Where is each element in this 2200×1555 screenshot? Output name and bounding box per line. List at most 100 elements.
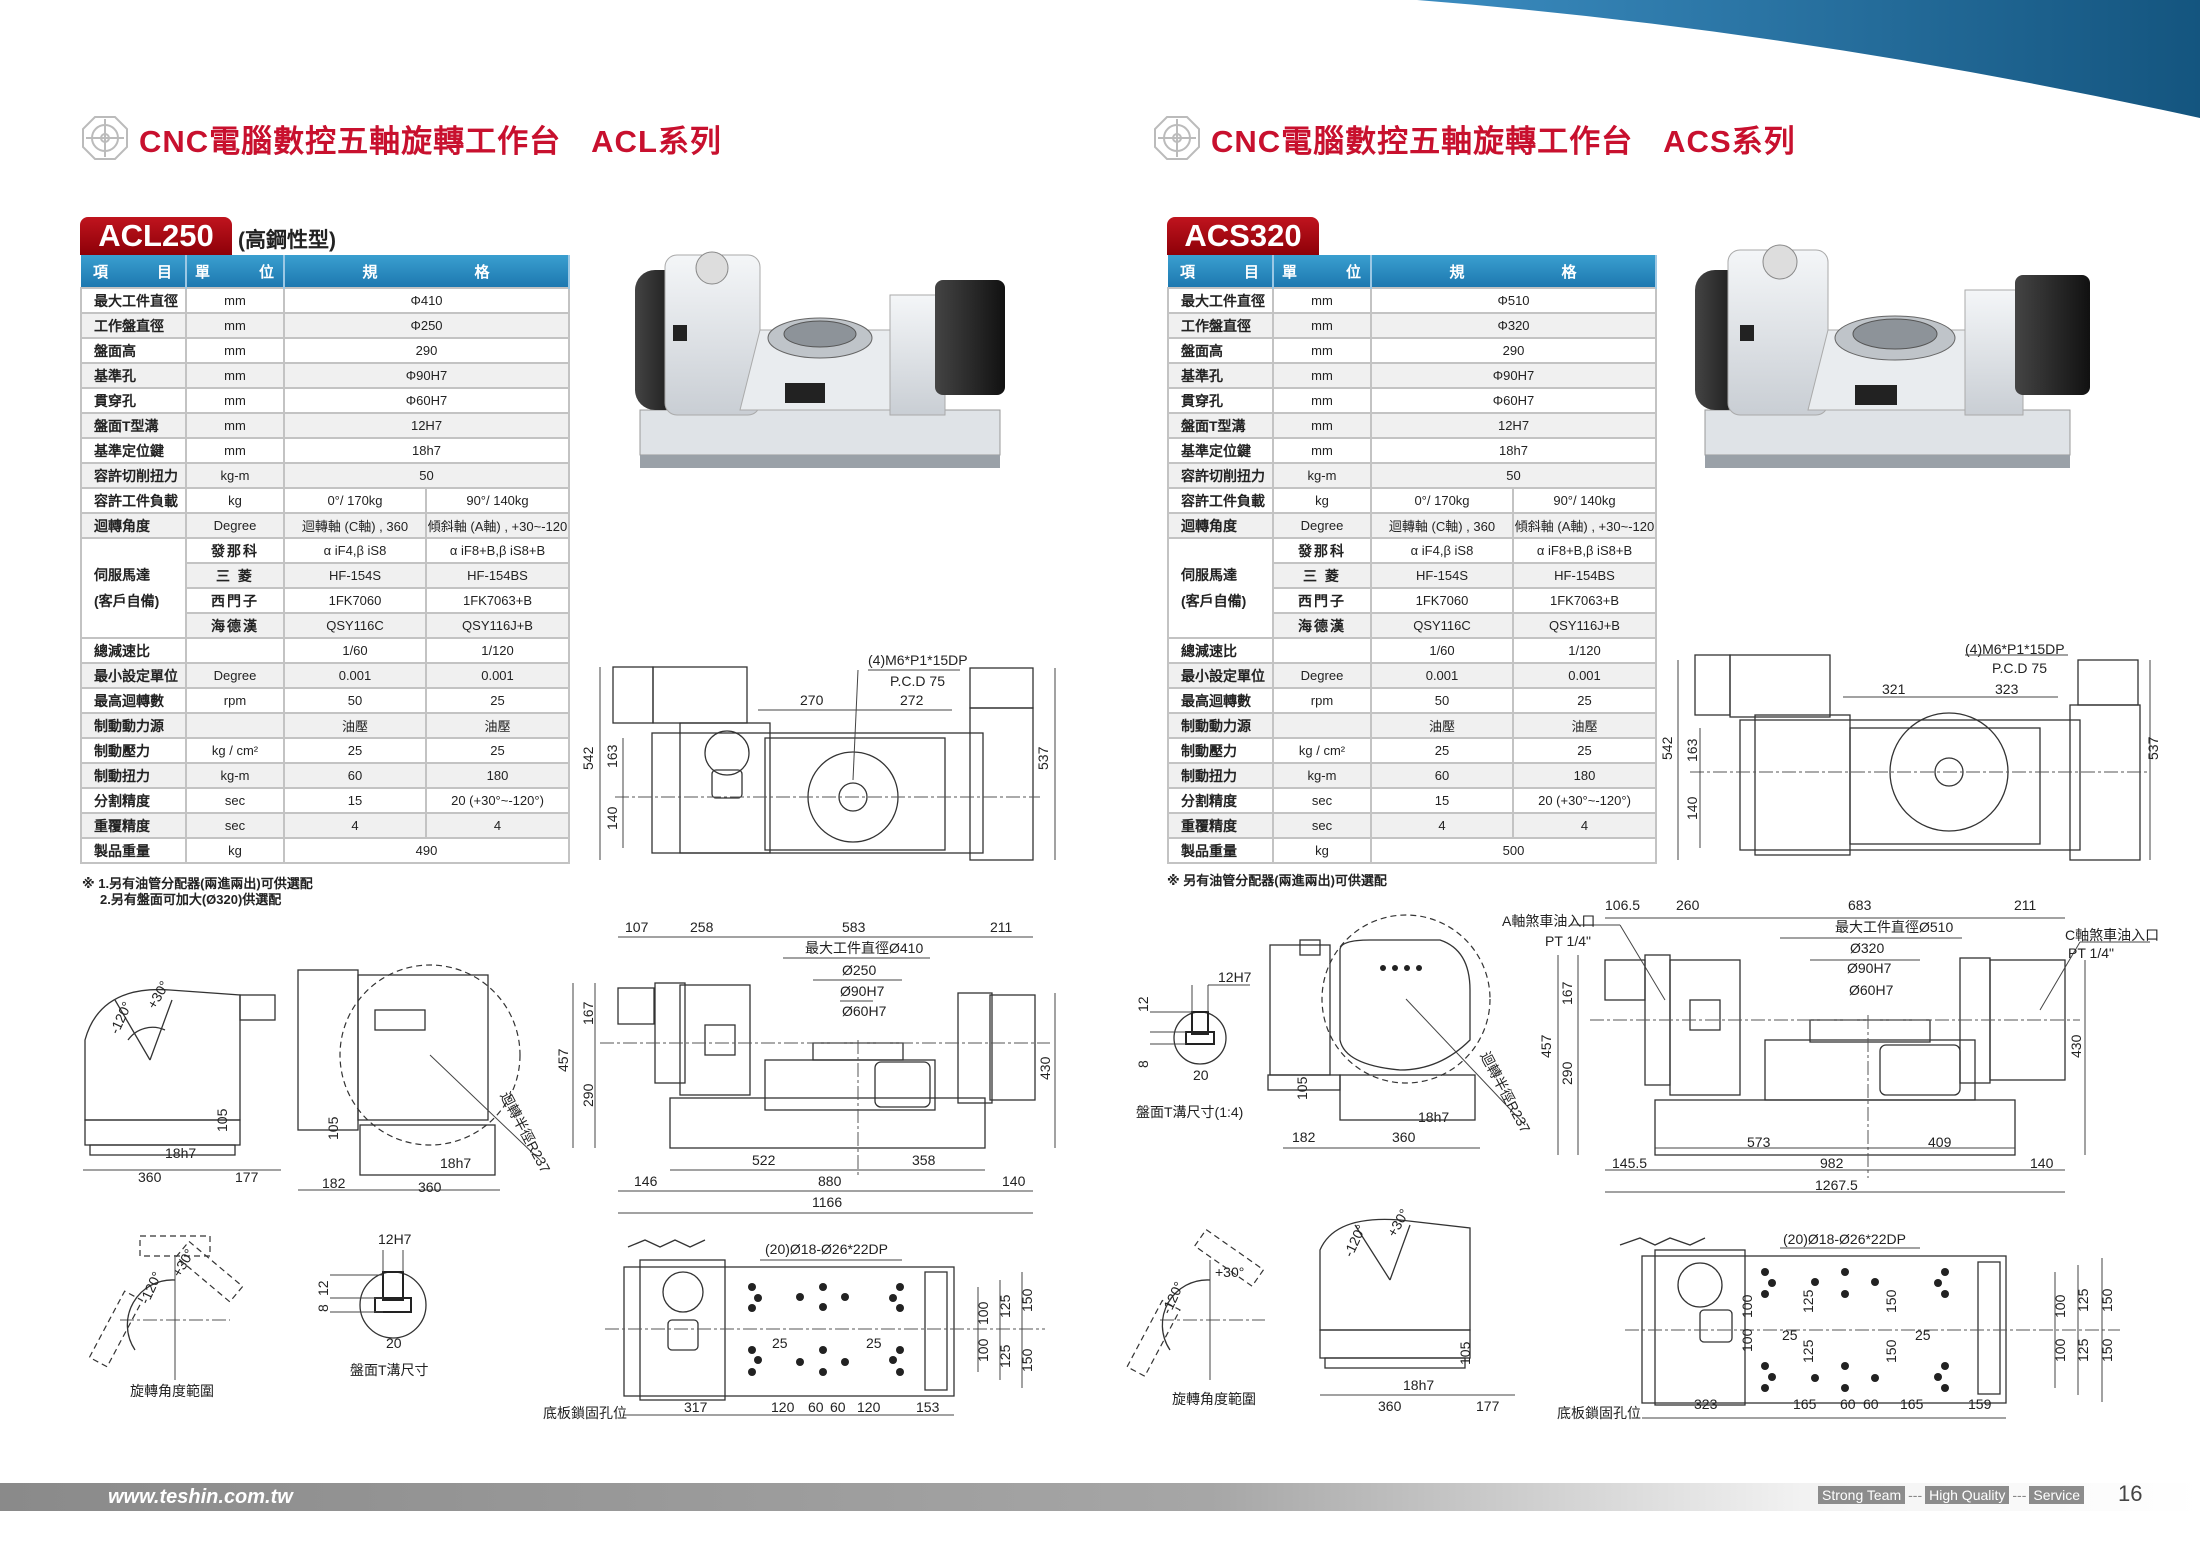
motor-group-sublabel: (客戶自備) [94, 593, 160, 609]
table-header-row: 項 目單 位規 格 [81, 255, 571, 288]
acs-series-title: CNC電腦數控五軸旋轉工作台 ACS系列 [1153, 116, 1796, 160]
svg-text:18h7: 18h7 [165, 1145, 196, 1161]
acs-note-1: ※ 另有油管分配器(兩進兩出)可供選配 [1167, 873, 1387, 888]
row-item: 迴轉角度 [1167, 512, 1274, 539]
svg-text:60: 60 [830, 1399, 846, 1415]
row-value: 1FK7060 [1370, 587, 1514, 614]
row-value: 25 [283, 737, 427, 764]
header-swoosh [1417, 0, 2200, 118]
row-item: 重覆精度 [80, 812, 187, 839]
row-value: 1/120 [1511, 637, 1658, 664]
svg-text:盤面T溝尺寸: 盤面T溝尺寸 [350, 1362, 429, 1378]
svg-text:542: 542 [1659, 736, 1675, 760]
row-item: 基準孔 [1167, 362, 1274, 389]
svg-text:-120°: -120° [1158, 1279, 1187, 1316]
row-item: 制動壓力 [80, 737, 187, 764]
row-unit: mm [1272, 312, 1372, 339]
svg-text:120: 120 [857, 1399, 881, 1415]
svg-text:8: 8 [315, 1304, 331, 1312]
svg-text:145.5: 145.5 [1612, 1155, 1647, 1171]
acl-top-view-drawing: 542 163 140 537 270 272 (4)M6*P1*15DP P.… [580, 652, 1056, 861]
row-item: 基準定位鍵 [1167, 437, 1274, 464]
svg-text:+30°: +30° [169, 1246, 198, 1279]
row-unit: kg / cm² [1272, 737, 1372, 764]
row-value: Φ320 [1369, 312, 1658, 339]
svg-text:PT 1/4": PT 1/4" [2068, 945, 2114, 961]
row-unit: mm [1272, 337, 1372, 364]
svg-text:Ø90H7: Ø90H7 [840, 983, 885, 999]
svg-text:105: 105 [1294, 1076, 1310, 1100]
svg-text:150: 150 [1019, 1288, 1035, 1312]
svg-text:18h7: 18h7 [1418, 1109, 1449, 1125]
row-value: 25 [1370, 737, 1514, 764]
svg-text:317: 317 [684, 1399, 708, 1415]
row-value: HF-154S [283, 562, 427, 589]
tag-high-quality: High Quality [1925, 1486, 2010, 1504]
row-item: 製品重量 [80, 837, 187, 864]
row-item: 盤面T型溝 [80, 412, 187, 439]
row-unit: kg-m [185, 462, 285, 489]
row-unit: kg-m [1272, 762, 1372, 789]
svg-text:360: 360 [1378, 1398, 1402, 1414]
row-value: 0.001 [424, 662, 571, 689]
row-value: α iF8+B,β iS8+B [1511, 537, 1658, 564]
svg-text:457: 457 [1538, 1034, 1554, 1058]
svg-text:177: 177 [235, 1169, 259, 1185]
row-unit [185, 637, 285, 664]
row-unit: kg [185, 837, 285, 864]
row-brand: 西門子 [1272, 587, 1372, 614]
row-item: 盤面T型溝 [1167, 412, 1274, 439]
row-unit: kg [1272, 487, 1372, 514]
svg-text:-120°: -120° [106, 999, 135, 1036]
row-value: 90°/ 140kg [424, 487, 571, 514]
svg-text:旋轉角度範圍: 旋轉角度範圍 [1172, 1391, 1256, 1407]
row-item: 最高迴轉數 [1167, 687, 1274, 714]
row-unit: mm [185, 287, 285, 314]
row-value: 18h7 [1369, 437, 1658, 464]
svg-text:150: 150 [1019, 1348, 1035, 1372]
row-item: 工作盤直徑 [80, 312, 187, 339]
row-unit: mm [1272, 287, 1372, 314]
row-value: 1/120 [424, 637, 571, 664]
svg-text:163: 163 [604, 744, 620, 768]
row-unit: rpm [1272, 687, 1372, 714]
acl-product-photo [635, 251, 1005, 468]
footer-website-link[interactable]: www.teshin.com.tw [108, 1486, 293, 1508]
svg-text:(4)M6*P1*15DP: (4)M6*P1*15DP [1965, 641, 2065, 657]
row-unit: mm [185, 362, 285, 389]
row-unit: kg [1272, 837, 1372, 864]
row-unit: mm [1272, 387, 1372, 414]
row-unit [1272, 712, 1372, 739]
svg-text:Ø60H7: Ø60H7 [842, 1003, 887, 1019]
svg-text:60: 60 [808, 1399, 824, 1415]
row-value: 25 [1511, 737, 1658, 764]
row-value: 180 [424, 762, 571, 789]
row-unit: sec [185, 787, 285, 814]
row-brand: 海德漢 [185, 612, 285, 639]
svg-text:100: 100 [975, 1301, 991, 1325]
row-brand: 發那科 [185, 537, 285, 564]
row-value: 15 [283, 787, 427, 814]
row-value: α iF8+B,β iS8+B [424, 537, 571, 564]
svg-text:211: 211 [990, 919, 1013, 935]
svg-text:盤面T溝尺寸(1:4): 盤面T溝尺寸(1:4) [1136, 1104, 1243, 1120]
svg-text:105: 105 [1457, 1341, 1473, 1365]
row-value: 0°/ 170kg [283, 487, 427, 514]
